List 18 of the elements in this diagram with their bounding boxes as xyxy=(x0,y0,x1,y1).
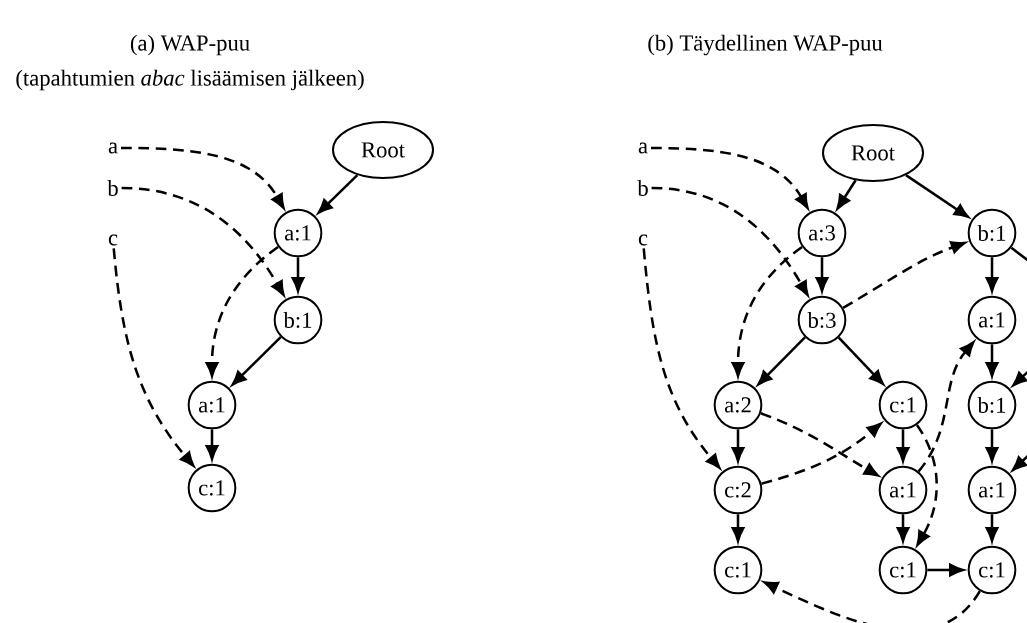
sequence-letter: a xyxy=(638,142,648,154)
sequence-letter: a xyxy=(108,142,118,154)
arrow xyxy=(836,179,857,210)
arrow xyxy=(757,336,806,386)
panel-title: (a) WAP-puu xyxy=(130,34,250,56)
arrow xyxy=(112,248,195,467)
sequence-letter: b xyxy=(637,180,648,196)
arrow xyxy=(917,341,975,473)
arrow xyxy=(837,336,885,386)
sequence-letter: c xyxy=(108,234,118,246)
sequence-letter: c xyxy=(638,234,648,246)
arrow xyxy=(317,174,359,214)
panel-title: (b) Täydellinen WAP-puu xyxy=(648,34,883,56)
arrow xyxy=(905,174,969,218)
sequence-letter: b xyxy=(107,180,118,196)
arrow xyxy=(642,248,721,469)
panel-title: (tapahtumien abac lisäämisen jälkeen) xyxy=(16,69,364,91)
arrow xyxy=(231,336,282,386)
